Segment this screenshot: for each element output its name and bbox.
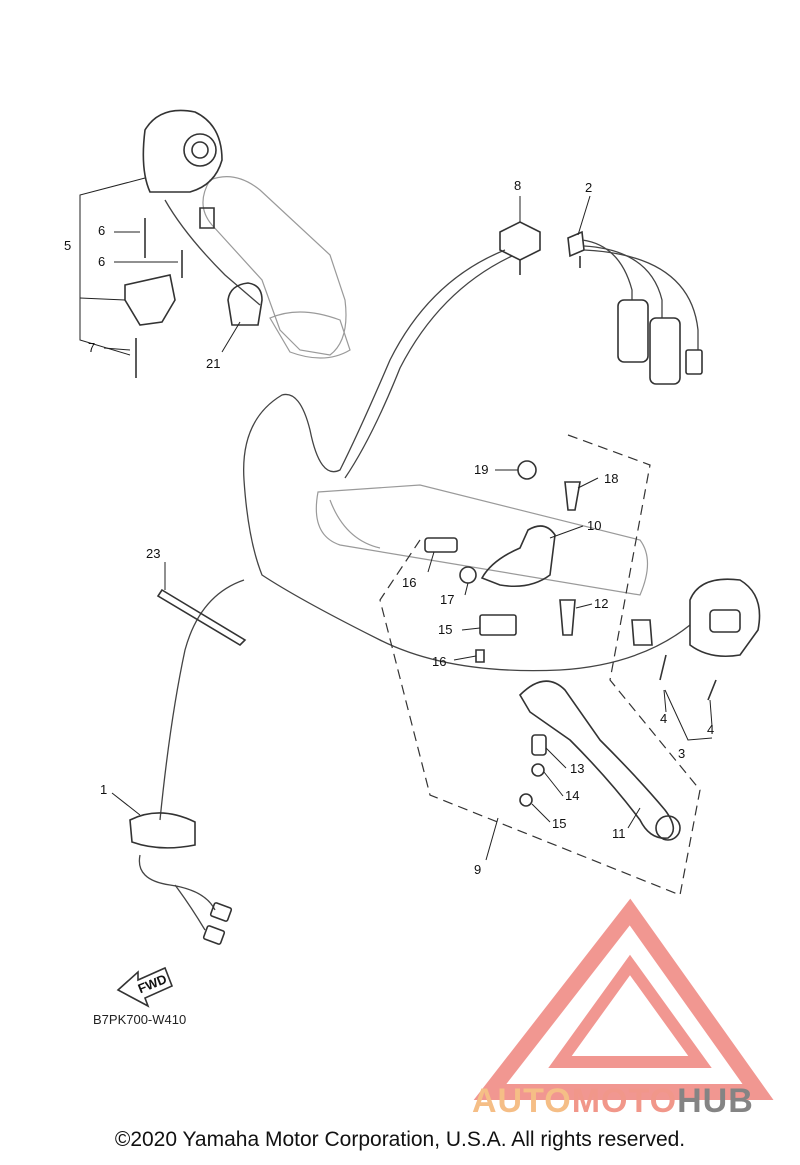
assembly-bracket-3-4: [664, 689, 713, 741]
callout-8: 8: [514, 178, 521, 193]
diagram-code: B7PK700-W410: [93, 1012, 187, 1027]
callout-12: 12: [594, 596, 608, 611]
callout-6b: 6: [98, 254, 105, 269]
part-23-cable-tie: [156, 588, 247, 647]
callout-11: 11: [612, 826, 626, 841]
callout-9: 9: [474, 862, 481, 877]
assembly-bracket-5: [79, 177, 146, 356]
fwd-arrow: FWD: [116, 966, 174, 1008]
fwd-label: FWD: [136, 971, 169, 996]
callout-16: 15: [438, 622, 452, 637]
callout-7: 7: [88, 340, 95, 355]
watermark-moto: MOTO: [572, 1082, 677, 1120]
callout-15: 15: [552, 816, 566, 831]
callout-22: 21: [206, 356, 220, 371]
part-22-clip: [227, 282, 263, 326]
callout-3: 3: [678, 746, 685, 761]
right-switch-housing: [659, 578, 761, 701]
callout-labels: 8 2 5 6 6 7 21 19 18 10 23 16 17 12 15 1…: [64, 178, 714, 877]
part-1-sensor-band: [129, 812, 233, 945]
callout-1: 1: [100, 782, 107, 797]
callout-5: 5: [64, 238, 71, 253]
cable-runs: [159, 199, 691, 821]
callout-19: 17: [440, 592, 454, 607]
watermark-hub: HUB: [677, 1082, 754, 1120]
assembly-outline-9: [379, 434, 701, 896]
callout-23: 23: [146, 546, 160, 561]
callout-4a: 4: [660, 711, 667, 726]
callout-leaders: [103, 195, 713, 861]
callout-17: 16: [432, 654, 446, 669]
callout-2: 2: [585, 180, 592, 195]
callout-6a: 6: [98, 223, 105, 238]
left-switch-assembly: [124, 109, 223, 378]
part-8-bracket: [499, 221, 541, 275]
throttle-cable-ends: [581, 239, 703, 385]
handlebar-ghost: [202, 176, 649, 596]
callout-4b: 4: [707, 722, 714, 737]
callout-20: 18: [604, 471, 618, 486]
automotohub-logo: AUTOMOTOHUB: [472, 898, 774, 1120]
callout-13: 13: [570, 761, 584, 776]
watermark-auto: AUTO: [472, 1082, 572, 1120]
svg-text:AUTOMOTOHUB: AUTOMOTOHUB: [472, 1082, 754, 1120]
callout-14: 14: [565, 788, 579, 803]
copyright-notice: ©2020 Yamaha Motor Corporation, U.S.A. A…: [114, 1128, 686, 1151]
callout-21: 19: [474, 462, 488, 477]
callout-18: 16: [402, 575, 416, 590]
part-2-boot: [567, 230, 585, 268]
callout-10: 10: [587, 518, 601, 533]
